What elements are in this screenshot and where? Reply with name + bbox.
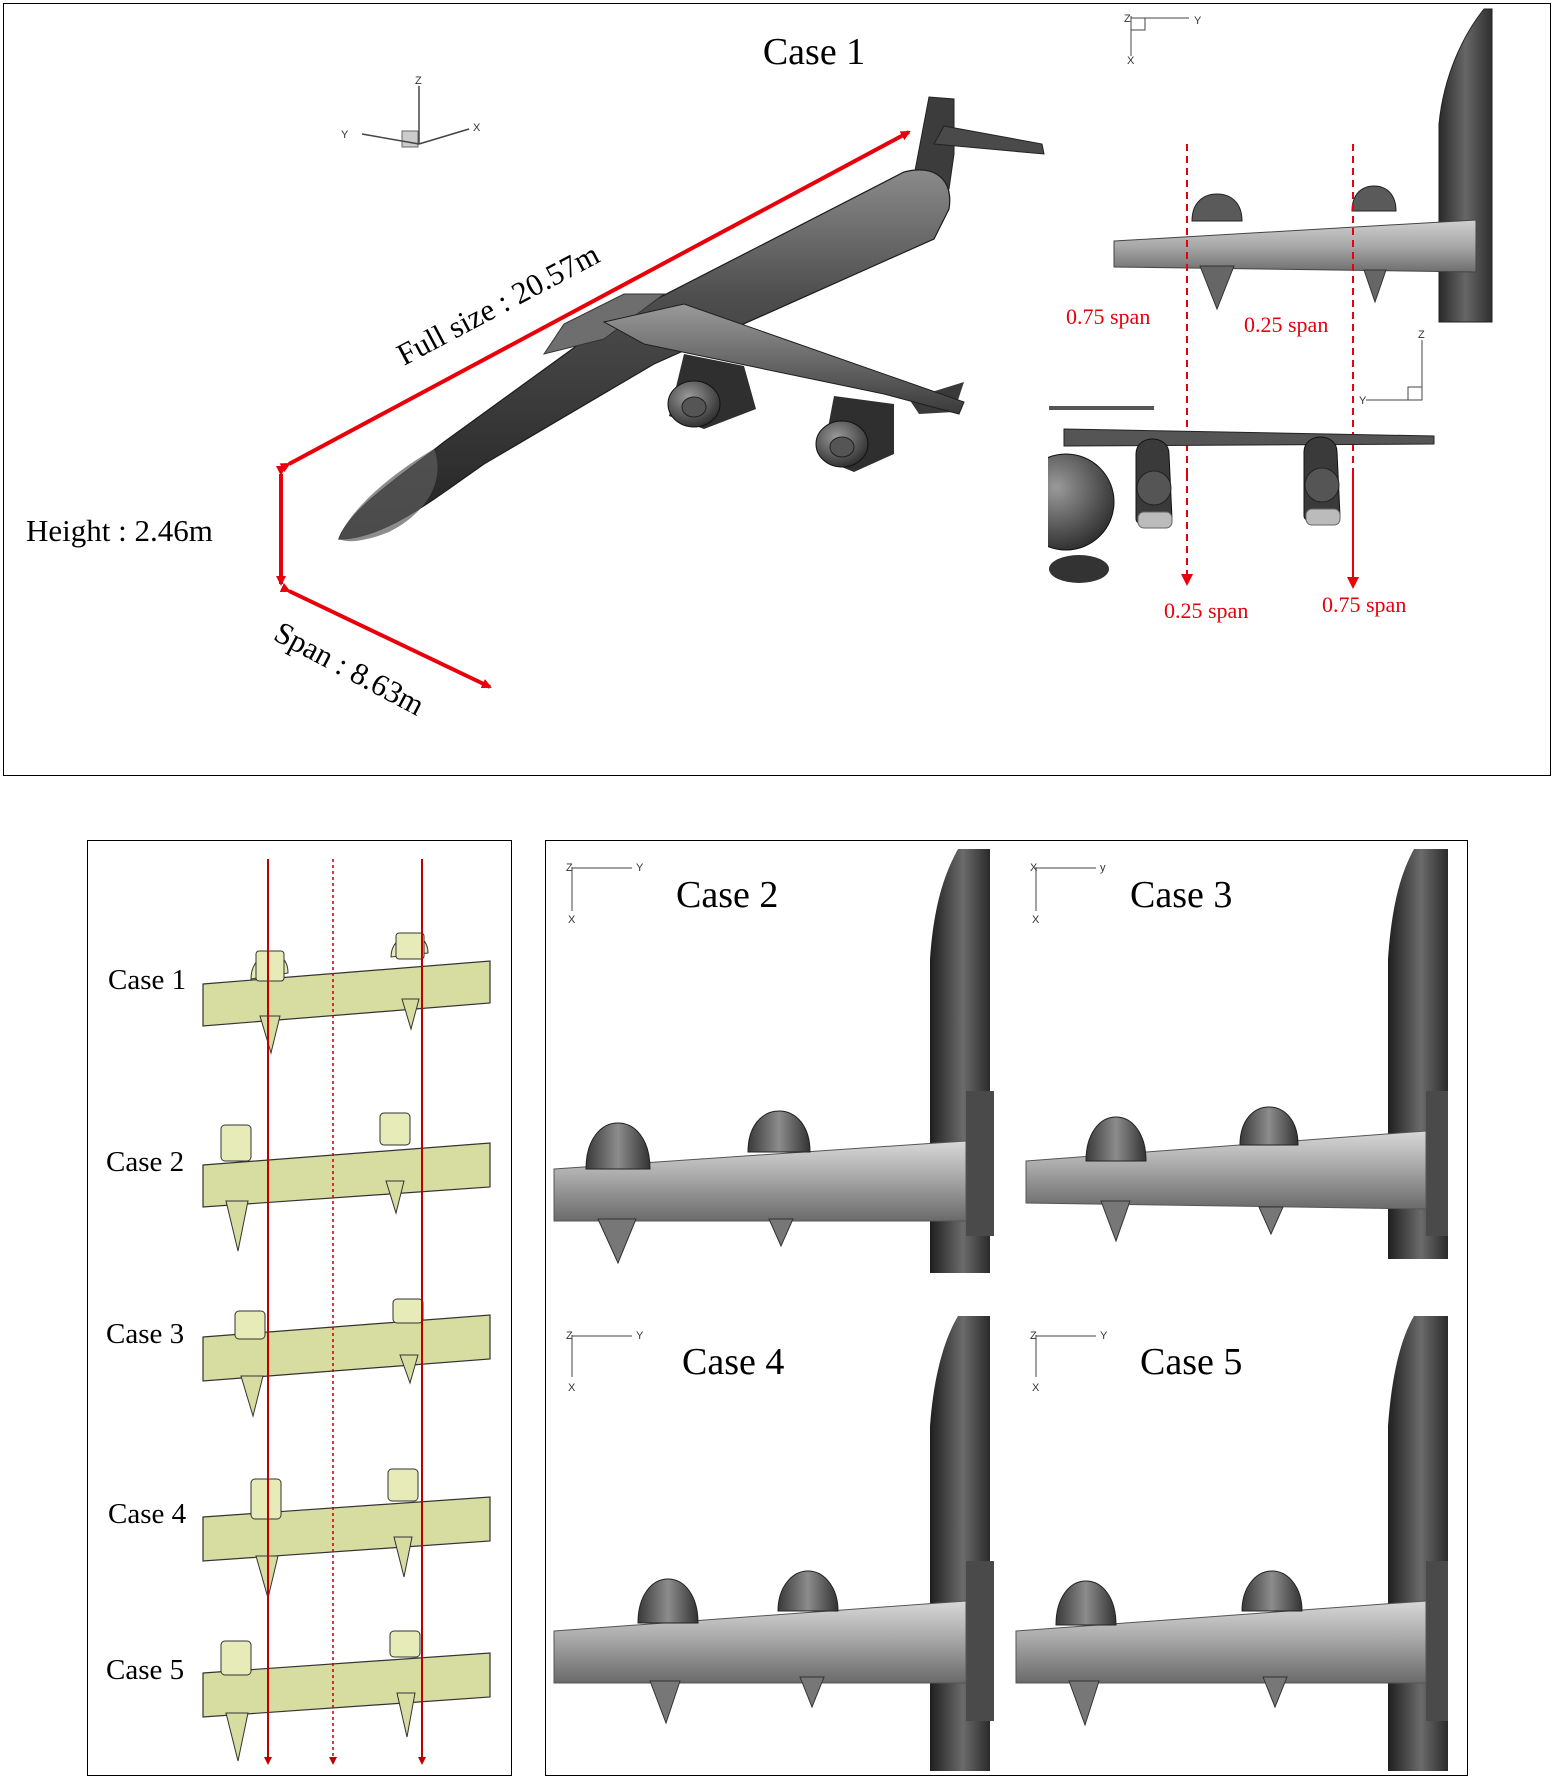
case2-axis-z: Z [566,862,573,874]
case1-overview-panel: Case 1 Z Y X [3,3,1551,776]
case5-axis-x: X [1032,1382,1040,1394]
grid-cell-case5: Z Y X Case 5 [1015,1316,1448,1771]
front-axis-y-label: Y [1359,395,1367,407]
case3-title: Case 3 [1130,874,1232,916]
front-outer-span-label: 0.75 span [1322,592,1406,617]
schematic-case4-label: Case 4 [108,1498,187,1530]
schematic-case1-label: Case 1 [108,964,186,996]
front-view: Z Y 0.25 span 0.75 span [1004,329,1435,623]
iso-axis-triad: Z Y X [341,75,481,148]
case5-axis-y: Y [1100,1330,1108,1342]
case1-title: Case 1 [763,31,865,73]
schematic-case1-wing [202,932,491,1055]
case3-axis-y: y [1100,862,1106,874]
schematic-case3-label: Case 3 [106,1318,184,1350]
plan-axis-y-label: Y [1194,15,1202,27]
front-axis-z-label: Z [1418,329,1425,341]
schematic-case3-wing [202,1298,491,1418]
iso-axis-z-label: Z [415,75,422,87]
iso-axis-y-label: Y [341,129,349,141]
schematic-case2-wing [202,1112,491,1252]
schematic-case5-wing [202,1630,491,1762]
grid-cell-case2: Z Y X Case 2 [553,849,994,1273]
nacelle-iso-inner [667,354,756,429]
case-grid-drawing: Z Y X Case 2 X y X Case 3 [553,849,1448,1771]
case-comparison-grid: Z Y X Case 2 X y X Case 3 [545,840,1468,1776]
case-schematic-panel: Case 1 Case 2 Case 3 Case 4 Case 5 [87,840,512,1776]
plan-axis-z-label: Z [1124,13,1131,25]
case3-axis-z: X [1030,862,1038,874]
case4-axis-y: Y [636,1330,644,1342]
front-nacelle-inner [1135,438,1173,529]
plan-view: Z Y X 0.75 span 0.25 span [1066,8,1493,584]
case4-axis-x: X [568,1382,576,1394]
case5-axis-z: Z [1030,1330,1037,1342]
case2-title: Case 2 [676,874,778,916]
iso-axis-x-label: X [473,122,481,134]
case1-overview-drawing: Case 1 Z Y X [26,8,1493,722]
front-nacelle-outer [1303,436,1341,526]
case3-axis-x: X [1032,914,1040,926]
dimension-arrows [276,130,911,689]
case2-axis-y: Y [636,862,644,874]
schematic-case2-label: Case 2 [106,1146,184,1178]
plan-outer-span-label: 0.75 span [1066,304,1150,329]
grid-cell-case3: X y X Case 3 [1025,849,1448,1259]
grid-cell-case4: Z Y X Case 4 [553,1316,994,1771]
nacelle-iso-outer [815,396,894,472]
case5-title: Case 5 [1140,1341,1242,1383]
plan-axis-x-label: X [1127,55,1135,67]
front-inner-span-label: 0.25 span [1164,598,1248,623]
case4-title: Case 4 [682,1341,784,1383]
case-schematic-drawing: Case 1 Case 2 Case 3 Case 4 Case 5 [106,859,491,1765]
case2-axis-x: X [568,914,576,926]
height-label: Height : 2.46m [26,513,213,548]
span-label: Span : 8.63m [269,614,431,722]
schematic-case5-label: Case 5 [106,1654,184,1686]
case4-axis-z: Z [566,1330,573,1342]
schematic-case4-wing [202,1468,491,1600]
plan-inner-span-label: 0.25 span [1244,312,1328,337]
